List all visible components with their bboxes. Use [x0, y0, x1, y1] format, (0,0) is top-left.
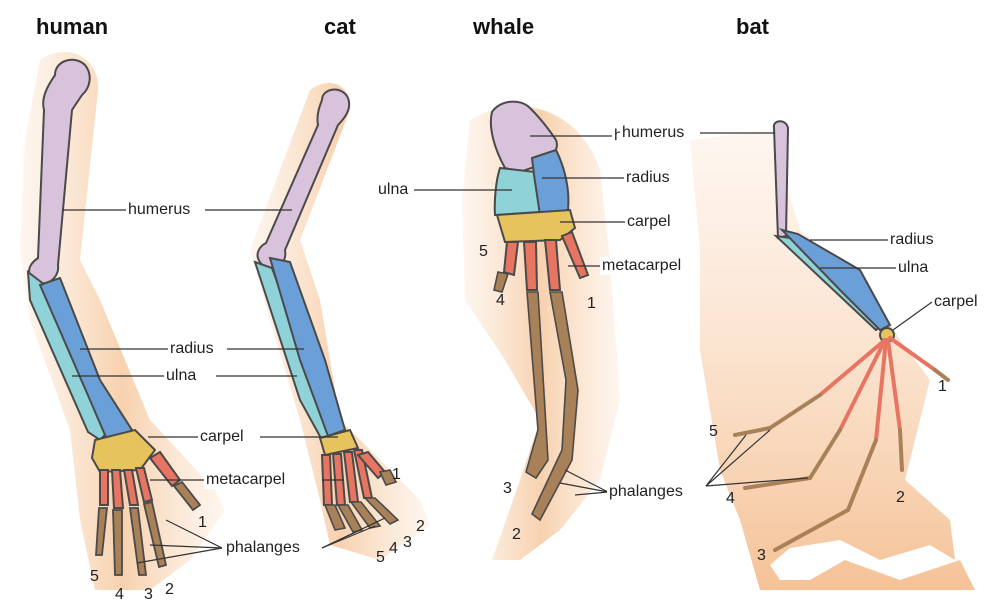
label-humerus-left: humerus	[126, 201, 192, 219]
bat-digit-4: 4	[726, 490, 735, 508]
title-human: human	[36, 14, 108, 40]
label-carpel-whale: carpel	[625, 213, 673, 231]
whale-digit-3: 3	[503, 480, 512, 498]
label-radius-left: radius	[168, 340, 216, 358]
label-ulna-left: ulna	[164, 367, 198, 385]
bat-digit-1: 1	[938, 378, 947, 396]
label-radius-whale: radius	[624, 169, 672, 187]
label-radius-bat: radius	[888, 231, 936, 249]
label-metacarpel-left: metacarpel	[204, 471, 287, 489]
human-digit-3: 3	[144, 586, 153, 604]
label-carpel-bat: carpel	[932, 293, 980, 311]
label-carpel-left: carpel	[198, 428, 246, 446]
whale-flipper	[414, 102, 625, 560]
cat-digit-5: 5	[376, 549, 385, 567]
title-whale: whale	[473, 14, 534, 40]
cat-digit-4: 4	[389, 540, 398, 558]
human-digit-2: 2	[165, 581, 174, 599]
label-ulna-whale: ulna	[376, 181, 410, 199]
bat-digit-5: 5	[709, 423, 718, 441]
label-ulna-bat: ulna	[896, 259, 930, 277]
human-digit-4: 4	[115, 586, 124, 604]
whale-digit-2: 2	[512, 526, 521, 544]
cat-digit-1: 1	[392, 466, 401, 484]
whale-digit-4: 4	[496, 292, 505, 310]
title-cat: cat	[324, 14, 356, 40]
cat-digit-3: 3	[403, 534, 412, 552]
bat-wing	[690, 121, 975, 590]
whale-digit-1: 1	[587, 295, 596, 313]
human-arm	[20, 52, 225, 590]
label-metacarpel-whale: metacarpel	[600, 257, 683, 275]
label-phalanges-left: phalanges	[224, 539, 302, 557]
bat-digit-2: 2	[896, 489, 905, 507]
cat-digit-2: 2	[416, 518, 425, 536]
label-phalanges-mid: phalanges	[607, 483, 685, 501]
label-humerus-bat: humerus	[620, 124, 686, 142]
whale-digit-5: 5	[479, 243, 488, 261]
human-digit-1: 1	[198, 514, 207, 532]
human-digit-5: 5	[90, 568, 99, 586]
bat-skin	[690, 130, 975, 590]
bat-digit-3: 3	[757, 547, 766, 565]
title-bat: bat	[736, 14, 769, 40]
